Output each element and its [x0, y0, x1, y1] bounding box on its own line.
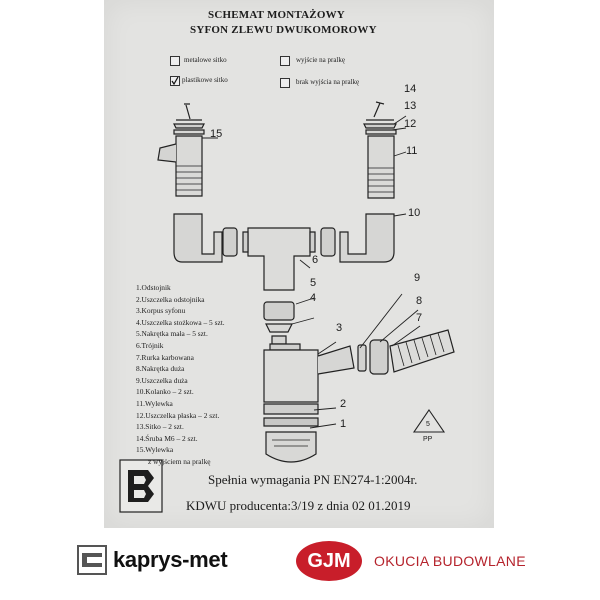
kdwu-declaration-text: KDWU producenta:3/19 z dnia 02 01.2019 — [186, 498, 411, 513]
legend-item: 10.Kolanko – 2 szt. — [136, 387, 194, 397]
diagram-title-line1: SCHEMAT MONTAŻOWY — [208, 9, 345, 21]
installation-diagram-sheet: SCHEMAT MONTAŻOWY SYFON ZLEWU DWUKOMOROW… — [104, 0, 494, 528]
norm-compliance-text: Spełnia wymagania PN EN274-1:2004r. — [208, 472, 418, 487]
option-label-metal-strainer: metalowe sitko — [184, 56, 227, 64]
gjm-wordmark: GJM — [307, 549, 351, 572]
legend-item: 15.Wylewka — [136, 445, 174, 455]
part-number-5: 5 — [310, 277, 317, 289]
legend-item: 5.Nakrętka mała – 5 szt. — [136, 329, 208, 339]
checkmark-icon — [171, 77, 179, 85]
legend-item: 14.Śruba M6 – 2 szt. — [136, 433, 198, 443]
legend-item: 8.Nakrętka duża — [136, 364, 185, 374]
parts-legend: 1.Odstojnik 2.Uszczelka odstojnika 3.Kor… — [136, 282, 225, 468]
legend-item: 13.Sitko – 2 szt. — [136, 422, 184, 432]
part-number-11: 11 — [406, 145, 418, 157]
part-number-4: 4 — [310, 292, 317, 304]
part-number-13: 13 — [404, 100, 417, 112]
option-checkbox-metal-strainer — [170, 56, 180, 66]
part-number-1: 1 — [340, 418, 347, 430]
legend-item: 4.Uszczelka stożkowa – 5 szt. — [136, 317, 225, 327]
legend-item: 2.Uszczelka odstojnika — [136, 294, 205, 304]
gjm-logo: GJM — [296, 541, 362, 581]
kaprys-met-logo: kaprys-met — [77, 545, 228, 575]
diagram-title-line2: SYFON ZLEWU DWUKOMOROWY — [190, 24, 377, 36]
legend-item: 11.Wylewka — [136, 398, 173, 408]
option-checkbox-plastic-strainer — [170, 76, 180, 86]
siphon-exploded-drawing — [119, 101, 455, 513]
option-label-plastic-strainer: plastikowe sitko — [182, 76, 228, 84]
option-checkbox-washer-outlet — [280, 56, 290, 66]
part-number-12: 12 — [404, 118, 417, 130]
part-number-2: 2 — [340, 398, 347, 410]
kaprys-met-mark-shape — [82, 553, 102, 567]
option-label-washer-outlet: wyjście na pralkę — [296, 56, 345, 64]
legend-item: 9.Uszczelka duża — [136, 375, 188, 385]
option-checkbox-no-washer-outlet — [280, 78, 290, 88]
part-number-15: 15 — [210, 128, 223, 140]
part-number-14: 14 — [404, 83, 417, 95]
part-number-8: 8 — [416, 295, 423, 307]
part-number-9: 9 — [414, 272, 421, 284]
option-label-no-washer-outlet: brak wyjścia na pralkę — [296, 78, 360, 86]
kaprys-met-mark-icon — [77, 545, 107, 575]
part-number-3: 3 — [336, 322, 343, 334]
recycle-label: PP — [423, 436, 433, 443]
legend-item: z wyjściem na pralkę — [148, 456, 211, 466]
kaprys-met-wordmark: kaprys-met — [113, 547, 228, 572]
legend-item: 12.Uszczelka płaska – 2 szt. — [136, 410, 220, 420]
legend-item: 3.Korpus syfonu — [136, 306, 186, 316]
part-number-7: 7 — [416, 312, 423, 324]
part-number-6: 6 — [312, 254, 319, 266]
legend-item: 1.Odstojnik — [136, 283, 171, 292]
part-number-10: 10 — [408, 207, 421, 219]
gjm-subtitle: OKUCIA BUDOWLANE — [374, 553, 526, 569]
recycle-code: 5 — [426, 421, 430, 428]
legend-item: 6.Trójnik — [136, 340, 164, 350]
legend-item: 7.Rurka karbowana — [136, 352, 194, 362]
